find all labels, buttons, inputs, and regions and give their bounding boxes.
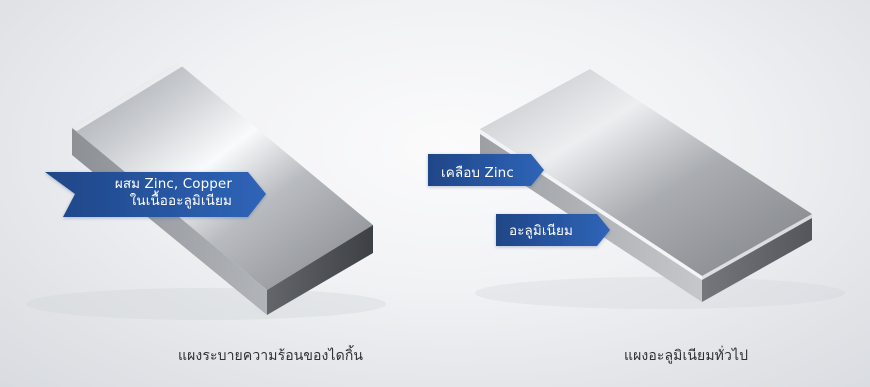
- aluminum-label: อะลูมิเนียม: [509, 223, 573, 239]
- right-aluminum-slab: [475, 69, 845, 309]
- left-material-label: ผสม Zinc, Copper ในเนื้ออะลูมิเนียม: [70, 176, 232, 210]
- zinc-coating-label: เคลือบ Zinc: [441, 165, 514, 181]
- right-caption: แผงอะลูมิเนียมทั่วไป: [624, 348, 749, 364]
- zinc-coating-tag-shape: [428, 154, 544, 186]
- left-caption: แผงระบายความร้อนของไดกิ้น: [178, 348, 364, 364]
- left-material-label-line-2: ในเนื้ออะลูมิเนียม: [129, 193, 232, 209]
- left-material-label-line-1: ผสม Zinc, Copper: [114, 176, 232, 192]
- aluminum-tag-shape: [496, 214, 610, 246]
- left-material-tag-shape: [45, 172, 266, 217]
